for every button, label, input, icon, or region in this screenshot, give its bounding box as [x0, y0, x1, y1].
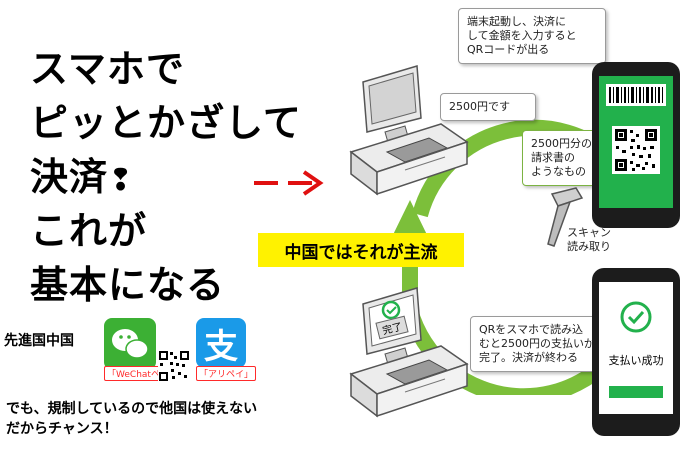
- red-arrow-icon: [254, 170, 324, 196]
- qr-code-icon: [612, 126, 660, 174]
- qr-small-icon: [158, 350, 190, 382]
- headline-line-4: これが: [30, 209, 148, 253]
- country-label: 先進国中国: [4, 333, 74, 349]
- headline-line-1: スマホで: [30, 47, 185, 91]
- headline-line-2: ピッとかざして: [30, 101, 302, 145]
- barcode-icon: [606, 84, 666, 106]
- payment-success-label: 支払い成功: [608, 354, 664, 367]
- scanner-label: スキャン 読み取り: [567, 226, 611, 253]
- pos-register-top: [349, 65, 469, 196]
- headline-line-3-text: 決済: [30, 155, 109, 199]
- footnote-line-1: でも、規制しているので他国は使えない: [6, 401, 258, 417]
- alipay-label: 「アリペイ」: [196, 366, 257, 381]
- headline-line-5: 基本になる: [30, 263, 226, 307]
- alipay-icon: 支: [196, 318, 246, 368]
- wechat-icon: [104, 318, 156, 370]
- phone-success: 支払い成功: [592, 268, 680, 436]
- callout-price: 2500円です: [440, 93, 536, 121]
- exclamation-icon: ❢: [108, 163, 135, 198]
- callout-payment-complete: QRをスマホで読み込 むと2500円の支払いが 完了。決済が終わる: [470, 316, 610, 372]
- phone-qr-screen: [599, 76, 673, 208]
- headline-line-3: 決済❢: [30, 158, 134, 196]
- phone-qr: [592, 62, 680, 228]
- footnote-line-2: だからチャンス！: [6, 421, 118, 437]
- check-circle-icon: [620, 301, 652, 333]
- mainstream-banner: 中国ではそれが主流: [258, 233, 464, 267]
- phone-success-screen: 支払い成功: [599, 282, 673, 414]
- callout-start-terminal: 端末起動し、決済に して金額を入力すると QRコードが出る: [458, 8, 606, 64]
- success-button-bar: [609, 386, 663, 398]
- pos-register-bottom: [349, 287, 469, 418]
- barcode-scanner-icon: [547, 187, 584, 247]
